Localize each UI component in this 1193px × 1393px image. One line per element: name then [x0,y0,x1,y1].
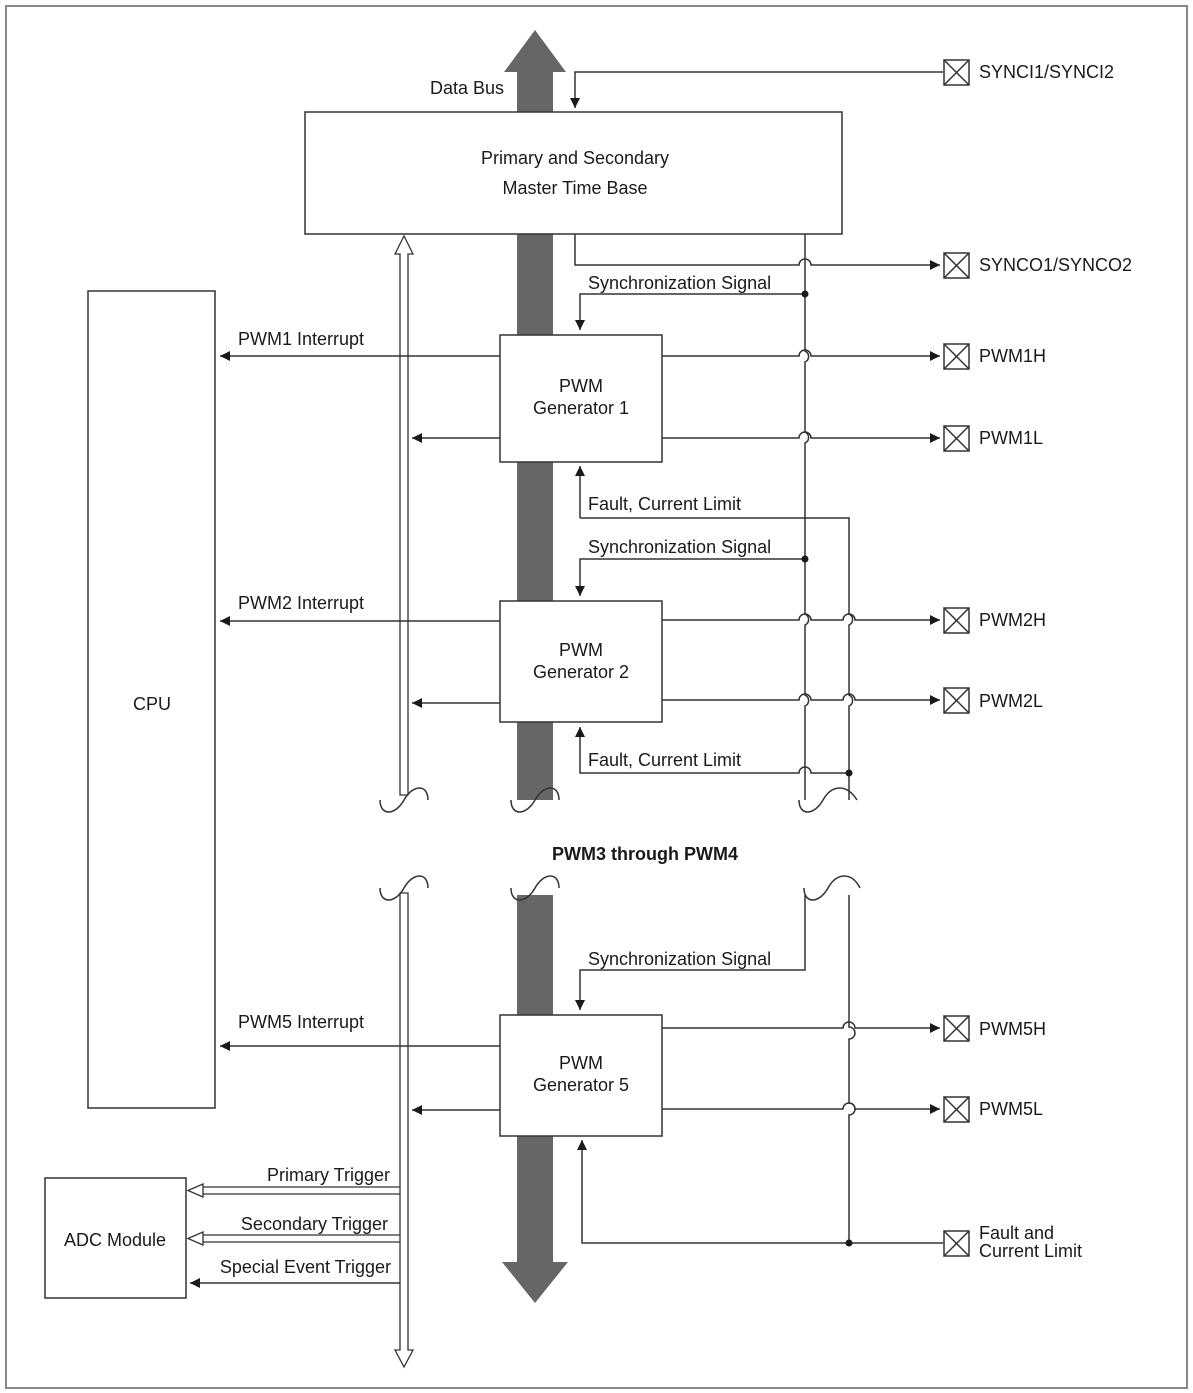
pwm2h-wire [662,613,940,625]
pwm-generator-5-block [499,1014,663,1137]
primary-trigger-wire [203,1186,400,1195]
pwm-generator-1-block [499,334,663,463]
gen2-sync-wire [575,558,805,596]
gen1-title-line2: Generator 1 [533,398,629,418]
cpu-label: CPU [133,694,171,714]
synci-pin-icon [943,59,970,86]
sync-line-lower [575,895,806,1010]
gen1-sync-wire [575,293,805,330]
pwm1h-pin-icon [943,343,970,370]
gen2-fault-wire [575,727,849,774]
primary-trigger-arrow [186,1183,204,1198]
fault-junction [845,1239,853,1247]
synco-pin-label: SYNCO1/SYNCO2 [979,255,1132,275]
gen5-fault-wire [577,1140,943,1244]
pwm5l-pin-icon [943,1096,970,1123]
gen2-fault-label: Fault, Current Limit [588,750,741,770]
break-marks-lower [379,875,861,901]
synci-pin-label: SYNCI1/SYNCI2 [979,62,1114,82]
pwm1h-wire [662,349,940,361]
pwm2l-wire [662,693,940,705]
gen2-sync-junction [801,555,809,563]
gen1-sync-junction [801,290,809,298]
control-bus [393,234,415,1369]
adc-module-label: ADC Module [64,1230,166,1250]
fault-pin-icon [943,1230,970,1257]
pwm2h-pin-icon [943,607,970,634]
pwm1-interrupt-label: PWM1 Interrupt [238,329,364,349]
time-base-title-line1: Primary and Secondary [481,148,669,168]
gen2-fault-junction [845,769,853,777]
primary-trigger-label: Primary Trigger [267,1165,390,1185]
gen5-title-line1: PWM [559,1053,603,1073]
pwm5h-pin-icon [943,1015,970,1042]
fault-pin-label-line1: Fault and [979,1223,1054,1243]
secondary-trigger-label: Secondary Trigger [241,1214,388,1234]
gen2-sync-label: Synchronization Signal [588,537,771,557]
section-break-label: PWM3 through PWM4 [552,844,738,864]
pwm5h-pin-label: PWM5H [979,1019,1046,1039]
fault-line-lower [848,895,856,1243]
pwm1l-wire [662,431,940,443]
pwm2-interrupt-label: PWM2 Interrupt [238,593,364,613]
secondary-trigger-arrow [186,1231,204,1246]
time-base-title-line2: Master Time Base [502,178,647,198]
control-bus-upper [393,234,415,796]
pwm2l-pin-icon [943,687,970,714]
gen5-sync-label: Synchronization Signal [588,949,771,969]
fault-pin-label-line2: Current Limit [979,1241,1082,1261]
control-bus-lower [393,892,415,1369]
synco-wire [574,234,940,270]
pwm-generator-2-block [499,600,663,723]
data-bus-label: Data Bus [430,78,504,98]
gen1-fault-label: Fault, Current Limit [588,494,741,514]
gen1-sync-label: Synchronization Signal [588,273,771,293]
pwm5l-pin-label: PWM5L [979,1099,1043,1119]
cpu-block [87,290,216,1109]
secondary-trigger-wire [203,1234,400,1243]
gen1-title-line1: PWM [559,376,603,396]
pwm2h-pin-label: PWM2H [979,610,1046,630]
special-event-trigger-label: Special Event Trigger [220,1257,391,1277]
pwm5-interrupt-label: PWM5 Interrupt [238,1012,364,1032]
sync-distribution-line [804,234,810,800]
pwm1l-pin-icon [943,425,970,452]
synci-wire [570,71,943,108]
master-time-base-block [304,111,843,235]
gen2-title-line2: Generator 2 [533,662,629,682]
gen2-title-line1: PWM [559,640,603,660]
pwm1l-pin-label: PWM1L [979,428,1043,448]
adc-module-block [44,1177,187,1299]
gen5-title-line2: Generator 5 [533,1075,629,1095]
synco-pin-icon [943,252,970,279]
pwm1h-pin-label: PWM1H [979,346,1046,366]
break-marks-upper [379,787,858,813]
pwm2l-pin-label: PWM2L [979,691,1043,711]
